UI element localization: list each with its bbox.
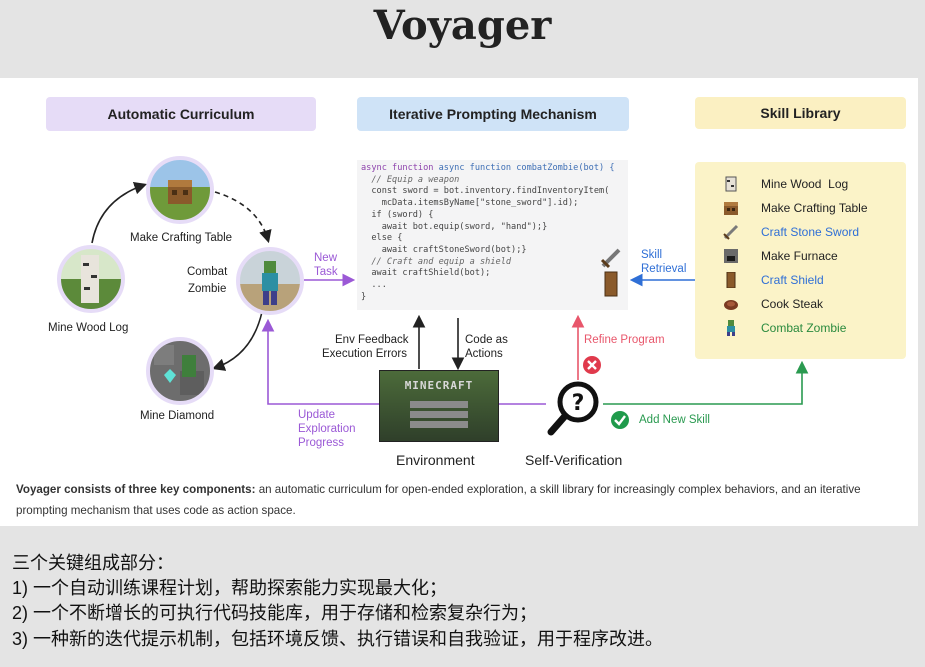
environment-label: Environment: [396, 452, 475, 468]
diamond-label: Mine Diamond: [140, 410, 215, 422]
minecraft-screen: MINECRAFT: [379, 370, 499, 442]
refine-program-label: Refine Program: [584, 334, 665, 346]
minecraft-logo: MINECRAFT: [404, 379, 474, 392]
skill-library-item: Make Furnace: [761, 249, 838, 263]
chinese-note-item: 3) 一种新的迭代提示机制，包括环境反馈、执行错误和自我验证，用于程序改进。: [12, 629, 664, 649]
iterative-prompting-header: Iterative Prompting Mechanism: [357, 97, 629, 131]
menu-button: [410, 411, 468, 418]
shield-icon: [726, 272, 736, 288]
new-task-label-line2: Task: [314, 266, 338, 278]
caption-bold: Voyager consists of three key components…: [16, 483, 256, 496]
automatic-curriculum-header: Automatic Curriculum: [46, 97, 316, 131]
error-x-icon: [583, 356, 601, 374]
crafting-table-icon: [168, 180, 192, 204]
skill-retrieval-label-line2: Retrieval: [641, 263, 687, 275]
crafting-table-node-image: [146, 156, 214, 224]
zombie-icon: [262, 261, 278, 305]
code-line: else {: [361, 233, 403, 244]
code-actions-label-line1: Code as: [465, 334, 508, 346]
chinese-note-item: 1) 一个自动训练课程计划，帮助探索能力实现最大化；: [12, 578, 448, 598]
caption-text: an automatic curriculum for open-ended e…: [16, 483, 861, 517]
add-new-skill-label: Add New Skill: [639, 414, 710, 426]
crafting-table-label: Make Crafting Table: [130, 232, 233, 244]
code-line: }: [361, 291, 367, 302]
code-actions-label-line2: Actions: [465, 348, 503, 360]
skill-library-item: Craft Shield: [761, 273, 824, 287]
diamond-node-image: [146, 337, 214, 405]
combat-zombie-node-image: [236, 247, 304, 315]
code-line: // Equip a weapon: [361, 174, 460, 185]
skill-library-header: Skill Library: [695, 97, 906, 129]
furnace-icon: [724, 249, 738, 263]
skill-retrieval-label-line1: Skill: [641, 249, 663, 261]
combat-zombie-label-line1: Combat: [187, 266, 228, 278]
code-line: await craftStoneSword(bot);}: [361, 244, 527, 255]
update-progress-label-line3: Progress: [298, 437, 345, 449]
wood-log-label: Mine Wood Log: [48, 322, 129, 334]
skill-library-item: Make Crafting Table: [761, 201, 868, 215]
arrow-table-to-zombie: [214, 191, 272, 244]
arrow-update-progress: [261, 318, 380, 405]
env-feedback-label-line2: Execution Errors: [322, 348, 408, 360]
stone-sword-icon: [723, 224, 739, 240]
code-line: // Craft and equip a shield: [361, 256, 512, 267]
figure-caption: Voyager consists of three key components…: [16, 479, 906, 521]
svg-text:?: ?: [572, 391, 585, 416]
combat-zombie-label-line2: Zombie: [188, 283, 227, 295]
code-line: ...: [361, 280, 387, 291]
diamond-icon: [154, 345, 204, 395]
code-line: async function async function combatZomb…: [361, 163, 615, 173]
menu-button: [410, 421, 468, 428]
self-verification-label: Self-Verification: [525, 452, 623, 468]
page-title: Voyager: [373, 2, 552, 49]
skill-library-item: Craft Stone Sword: [761, 225, 860, 239]
update-progress-label-line1: Update: [298, 409, 336, 421]
arrow-zombie-to-diamond: [211, 311, 263, 371]
wood-log-icon: [725, 176, 737, 192]
check-icon: [611, 411, 629, 429]
menu-button: [410, 401, 468, 408]
magnifier-question-icon: ?: [547, 381, 599, 436]
code-line: await bot.equip(sword, "hand");}: [361, 221, 548, 232]
code-line: const sword = bot.inventory.findInventor…: [361, 186, 610, 197]
stone-sword-icon: [600, 248, 621, 269]
code-line: if (sword) {: [361, 209, 434, 220]
skill-library-item: Mine Wood Log: [761, 177, 849, 191]
code-block: async function async function combatZomb…: [357, 160, 628, 310]
skill-library-item: Combat Zombie: [761, 321, 847, 335]
crafting-table-icon: [724, 202, 738, 215]
env-feedback-label-line1: Env Feedback: [335, 334, 409, 346]
new-task-label-line1: New: [314, 252, 338, 264]
shield-icon: [604, 271, 618, 297]
skill-library-item: Cook Steak: [761, 297, 824, 311]
wood-log-node-image: [57, 245, 125, 313]
arrow-add-new-skill: [603, 360, 809, 405]
code-line: await craftShield(bot);: [361, 268, 491, 279]
steak-icon: [724, 300, 738, 310]
chinese-note-item: 2) 一个不断增长的可执行代码技能库，用于存储和检索复杂行为；: [12, 603, 538, 623]
code-line: mcData.itemsByName["stone_sword"].id);: [361, 198, 579, 209]
zombie-icon: [727, 320, 735, 336]
arrow-wood-to-table: [91, 182, 148, 244]
update-progress-label-line2: Exploration: [298, 423, 356, 435]
wood-log-icon: [81, 255, 99, 303]
chinese-note-heading: 三个关键组成部分：: [12, 553, 174, 573]
